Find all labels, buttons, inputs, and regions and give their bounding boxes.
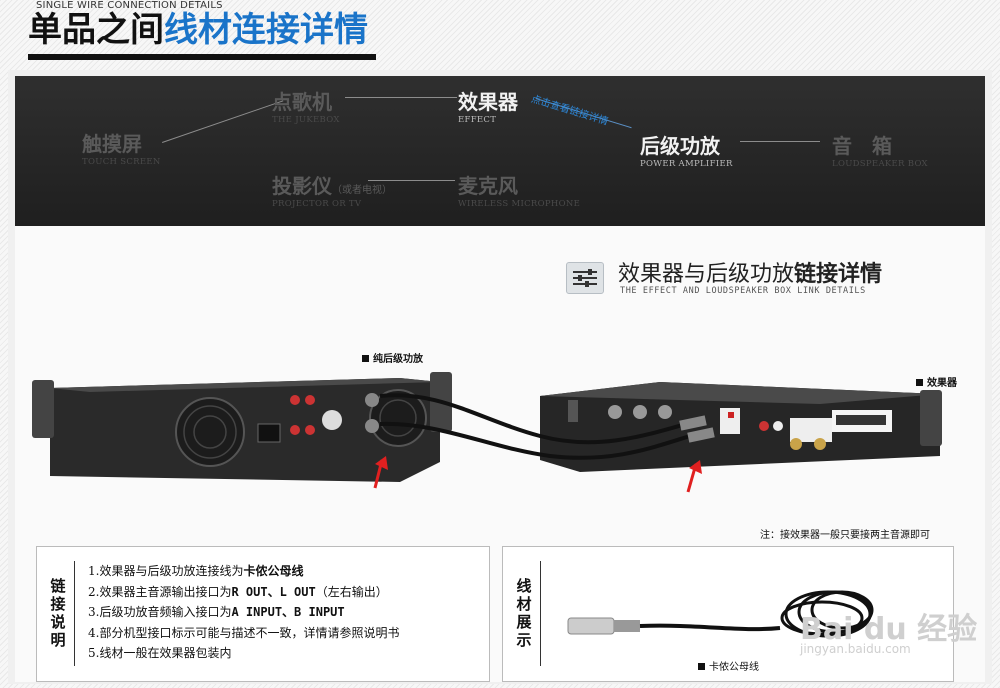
step-text: 线材一般在效果器包装内 xyxy=(99,646,232,660)
node-sublabel: THE JUKEBOX xyxy=(272,115,340,125)
cable-divider xyxy=(540,561,541,666)
section-title-en: THE EFFECT AND LOUDSPEAKER BOX LINK DETA… xyxy=(620,286,866,296)
node-label: 麦克风 xyxy=(458,174,518,198)
node-sublabel: LOUDSPEAKER BOX xyxy=(832,159,928,169)
list-item: 2.效果器主音源输出接口为R OUT、L OUT（左右输出） xyxy=(88,582,399,603)
xlr-cable-photo xyxy=(567,590,874,638)
title-char: 线 xyxy=(516,577,532,595)
step-number: 1. xyxy=(88,564,100,578)
title-underline xyxy=(28,54,376,60)
node-label: 点歌机 xyxy=(272,90,332,114)
title-char: 链 xyxy=(50,577,66,595)
flow-node-projector[interactable]: 投影仪（或者电视） PROJECTOR OR TV xyxy=(272,170,392,209)
label-bullet xyxy=(698,663,705,670)
flow-node-effect[interactable]: 效果器 EFFECT xyxy=(458,86,518,125)
title-char: 接 xyxy=(50,595,66,613)
node-label: 触摸屏 xyxy=(82,132,142,156)
node-sublabel: WIRELESS MICROPHONE xyxy=(458,199,581,209)
effect-label: 效果器 xyxy=(916,374,957,389)
flow-node-touch[interactable]: 触摸屏 TOUCH SCREEN xyxy=(82,128,161,167)
title-char: 明 xyxy=(50,631,66,649)
step-text: 部分机型接口标示可能与描述不一致，详情请参照说明书 xyxy=(99,625,400,640)
step-number: 4. xyxy=(88,625,100,640)
devices-photo xyxy=(32,372,942,493)
list-item: 5.线材一般在效果器包装内 xyxy=(88,643,399,664)
amp-label-text: 纯后级功放 xyxy=(373,354,423,365)
cable-caption-text: 卡侬公母线 xyxy=(709,662,759,673)
instructions-box xyxy=(36,546,490,682)
step-highlight: R OUT、L OUT xyxy=(231,584,316,599)
flow-node-mic[interactable]: 麦克风 WIRELESS MICROPHONE xyxy=(458,170,580,209)
effect-label-text: 效果器 xyxy=(927,378,957,389)
flow-node-jukebox[interactable]: 点歌机 THE JUKEBOX xyxy=(272,86,340,125)
list-item: 1.效果器与后级功放连接线为卡侬公母线 xyxy=(88,561,399,582)
cable-showcase-box xyxy=(502,546,954,682)
page-title: 单品之间线材连接详情 xyxy=(28,10,368,50)
title-part1: 单品之间 xyxy=(28,10,164,50)
node-label: 投影仪 xyxy=(272,174,332,198)
page-header: SINGLE WIRE CONNECTION DETAILS 单品之间线材连接详… xyxy=(0,0,1000,66)
sliders-icon xyxy=(566,262,604,294)
label-bullet xyxy=(916,379,923,386)
instructions-list: 1.效果器与后级功放连接线为卡侬公母线 2.效果器主音源输出接口为R OUT、L… xyxy=(88,561,399,664)
step-text: 效果器与后级功放连接线为 xyxy=(99,564,244,578)
amp-label: 纯后级功放 xyxy=(362,350,423,365)
flow-line-projector-mic xyxy=(368,180,455,181)
title-char: 示 xyxy=(516,631,532,649)
step-text: 后级功放音频输入接口为 xyxy=(99,605,232,619)
label-bullet xyxy=(362,355,369,362)
section-title-bold: 链接详情 xyxy=(794,262,883,287)
xlr-cable-image xyxy=(379,393,715,460)
list-item: 3.后级功放音频输入接口为A INPUT、B INPUT xyxy=(88,602,399,623)
instructions-title: 链 接 说 明 xyxy=(49,577,67,649)
connection-flow-band xyxy=(15,76,985,226)
power-amplifier-image xyxy=(32,372,452,482)
node-sublabel: POWER AMPLIFIER xyxy=(640,159,733,169)
flow-node-amp[interactable]: 后级功放 POWER AMPLIFIER xyxy=(640,130,733,169)
title-char: 展 xyxy=(516,613,532,631)
list-item: 4.部分机型接口标示可能与描述不一致，详情请参照说明书 xyxy=(88,623,399,644)
section-title: 效果器与后级功放链接详情 xyxy=(618,256,882,288)
flow-node-speaker[interactable]: 音 箱 LOUDSPEAKER BOX xyxy=(832,130,928,169)
step-highlight: 卡侬公母线 xyxy=(243,564,304,578)
title-char: 说 xyxy=(50,613,66,631)
instructions-divider xyxy=(74,561,75,666)
node-label: 音 箱 xyxy=(832,134,892,158)
baidu-watermark: Bai du 经验 xyxy=(800,612,978,647)
node-sublabel: TOUCH SCREEN xyxy=(82,157,161,167)
title-part2: 线材连接详情 xyxy=(164,10,368,50)
node-label: 效果器 xyxy=(458,90,518,114)
header-subtitle: SINGLE WIRE CONNECTION DETAILS xyxy=(36,0,223,11)
step-text-after: （左右输出） xyxy=(315,584,388,599)
node-label-suffix: （或者电视） xyxy=(332,185,392,196)
arrow-icon xyxy=(686,460,702,493)
title-char: 材 xyxy=(516,595,532,613)
section-title-normal: 效果器与后级功放 xyxy=(618,262,795,287)
node-sublabel: EFFECT xyxy=(458,115,497,125)
connection-note: 注：接效果器一般只要接两主音源即可 xyxy=(760,530,930,541)
flow-line-amp-speaker xyxy=(740,141,820,142)
step-highlight: A INPUT、B INPUT xyxy=(231,605,345,619)
step-number: 2. xyxy=(88,584,100,599)
step-number: 5. xyxy=(88,646,100,660)
watermark-url: jingyan.baidu.com xyxy=(800,642,911,656)
flow-line-jukebox-effect xyxy=(345,97,457,98)
cable-showcase-title: 线 材 展 示 xyxy=(515,577,533,649)
arrow-icon xyxy=(373,456,388,489)
cable-caption: 卡侬公母线 xyxy=(698,658,759,673)
step-text: 效果器主音源输出接口为 xyxy=(99,584,232,599)
node-label: 后级功放 xyxy=(640,134,720,158)
node-sublabel: PROJECTOR OR TV xyxy=(272,199,362,209)
step-number: 3. xyxy=(88,605,100,619)
